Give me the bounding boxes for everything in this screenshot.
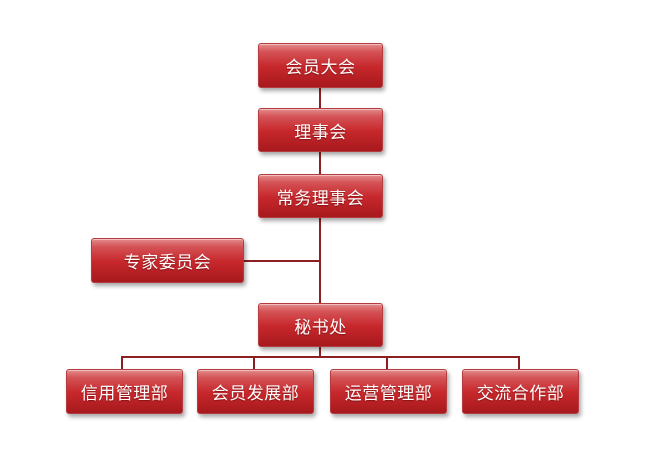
connector-assembly-council (319, 88, 321, 108)
connector-council-standing (319, 152, 321, 174)
node-department-member-development: 会员发展部 (197, 369, 314, 414)
node-department-credit: 信用管理部 (66, 369, 183, 414)
connector-expert-committee (244, 260, 320, 262)
node-standing-council: 常务理事会 (258, 174, 383, 218)
node-expert-committee: 专家委员会 (91, 238, 244, 283)
connector-dept-4 (518, 356, 520, 369)
connector-standing-secretariat (319, 218, 321, 303)
connector-dept-2 (253, 356, 255, 369)
connector-dept-1 (121, 356, 123, 369)
node-council: 理事会 (258, 108, 383, 152)
node-department-exchange-cooperation: 交流合作部 (462, 369, 579, 414)
connector-department-bus (121, 356, 520, 358)
node-secretariat: 秘书处 (258, 303, 383, 347)
node-department-operations: 运营管理部 (330, 369, 447, 414)
connector-dept-3 (386, 356, 388, 369)
connector-secretariat-bus (319, 347, 321, 357)
node-general-assembly: 会员大会 (258, 43, 383, 88)
